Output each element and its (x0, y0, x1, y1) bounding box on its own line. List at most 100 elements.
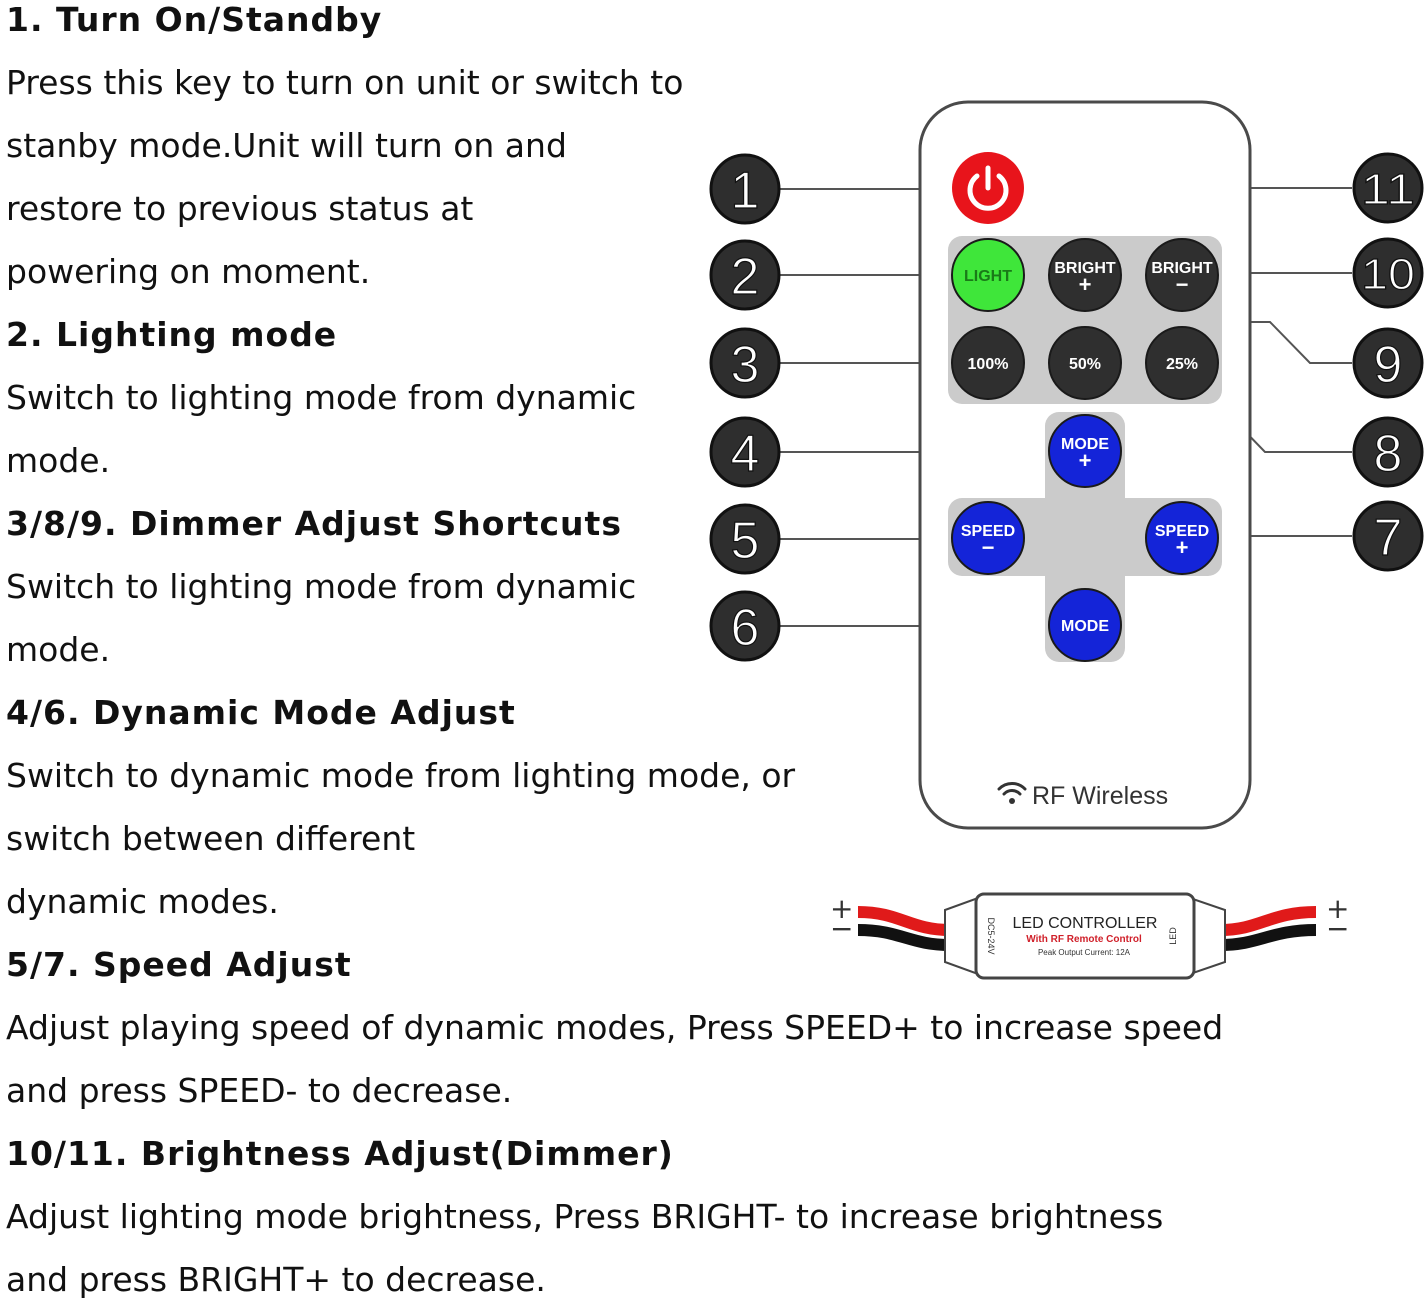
section-heading: 10/11. Brightness Adjust(Dimmer) (6, 1134, 674, 1173)
brightness-50-button[interactable]: 50% (1048, 326, 1122, 400)
controller-output-label: LED (1168, 927, 1178, 945)
brightness-25-button-label: 25% (1166, 356, 1198, 373)
mode-button-circle (1048, 588, 1122, 662)
controller-subtitle: With RF Remote Control (1026, 934, 1142, 945)
callout-circle (709, 153, 781, 225)
callout-7: 7 (1352, 500, 1424, 572)
left-minus-label: − (830, 912, 853, 945)
speed-plus-button[interactable]: SPEED+ (1145, 501, 1219, 575)
mode-plus-button-label: + (1079, 448, 1092, 473)
section-body-line: Switch to lighting mode from dynamic (6, 567, 637, 606)
callout-1: 1 (709, 153, 781, 225)
light-button-circle (951, 238, 1025, 312)
callout-circle (1352, 416, 1424, 488)
callout-number: 8 (1374, 425, 1403, 483)
callout-4: 4 (709, 416, 781, 488)
speed-minus-button-label: SPEED (961, 523, 1015, 540)
power-button[interactable] (952, 152, 1024, 224)
speed-minus-button-label: − (982, 535, 995, 560)
brand-label: RF Wireless (997, 782, 1168, 810)
mode-plus-button[interactable]: MODE+ (1048, 414, 1122, 488)
callout-10: 10 (1352, 237, 1424, 309)
callout-circle (1352, 152, 1424, 224)
section-body-line: mode. (6, 441, 111, 480)
right-black-wire (1219, 924, 1317, 951)
callout-5: 5 (709, 503, 781, 575)
section-heading: 5/7. Speed Adjust (6, 945, 352, 984)
callout-9: 9 (1352, 327, 1424, 399)
callout-circle (709, 416, 781, 488)
mode-button-label: MODE (1061, 618, 1109, 635)
brightness-50-button-label: 50% (1069, 356, 1101, 373)
brightness-100-button-circle (951, 326, 1025, 400)
bright-plus-button[interactable]: BRIGHT+ (1048, 238, 1122, 312)
section-body-line: restore to previous status at (6, 189, 474, 228)
light-button[interactable]: LIGHT (951, 238, 1025, 312)
section-heading: 1. Turn On/Standby (6, 0, 383, 39)
bright-minus-button-label: BRIGHT (1151, 260, 1213, 277)
speed-plus-button-circle (1145, 501, 1219, 575)
bright-minus-button-circle (1145, 238, 1219, 312)
led-controller: + − + − LED CONTROLLER With RF Remote Co… (830, 892, 1349, 980)
controller-box (974, 892, 1196, 980)
callout-number: 10 (1361, 250, 1415, 299)
speed-minus-button[interactable]: SPEED− (951, 501, 1025, 575)
left-plus-label: + (830, 892, 853, 925)
section-body-line: and press SPEED- to decrease. (6, 1071, 513, 1110)
brightness-25-button[interactable]: 25% (1145, 326, 1219, 400)
section-body-line: Switch to dynamic mode from lighting mod… (6, 756, 796, 795)
callout-circle (1352, 500, 1424, 572)
bright-plus-button-label: BRIGHT (1054, 260, 1116, 277)
controller-input-label: DC5-24V (986, 917, 996, 954)
speed-minus-button-circle (951, 501, 1025, 575)
section-body-line: mode. (6, 630, 111, 669)
callout-6: 6 (709, 590, 781, 662)
mode-plus-button-label: MODE (1061, 436, 1109, 453)
wifi-icon (997, 782, 1027, 804)
callout-number: 11 (1361, 165, 1415, 214)
callout-11: 11 (1352, 152, 1424, 224)
bright-minus-button[interactable]: BRIGHT− (1145, 238, 1219, 312)
left-black-wire (857, 924, 951, 951)
callout-number: 2 (731, 248, 760, 306)
callout-circle (1352, 237, 1424, 309)
section-body-line: stanby mode.Unit will turn on and (6, 126, 567, 165)
brightness-100-button[interactable]: 100% (951, 326, 1025, 400)
right-red-wire (1219, 906, 1317, 936)
power-icon (967, 165, 1009, 211)
callout-circle (709, 239, 781, 311)
section-body-line: switch between different (6, 819, 416, 858)
callout-3: 3 (709, 327, 781, 399)
callout-number: 5 (731, 512, 760, 570)
brand-text: RF Wireless (1032, 782, 1168, 810)
section-heading: 2. Lighting mode (6, 315, 338, 354)
bright-minus-button-label: − (1176, 272, 1189, 297)
brightness-50-button-circle (1048, 326, 1122, 400)
bright-plus-button-label: + (1079, 272, 1092, 297)
callout-number: 3 (731, 336, 760, 394)
callout-8: 8 (1352, 416, 1424, 488)
right-plus-label: + (1326, 892, 1349, 925)
speed-plus-button-label: SPEED (1155, 523, 1209, 540)
callout-circle (709, 590, 781, 662)
controller-spec: Peak Output Current: 12A (1038, 948, 1131, 957)
section-heading: 3/8/9. Dimmer Adjust Shortcuts (6, 504, 622, 543)
right-minus-label: − (1326, 912, 1349, 945)
speed-plus-button-label: + (1176, 535, 1189, 560)
callout-number: 9 (1374, 336, 1403, 394)
mode-plus-button-circle (1048, 414, 1122, 488)
callout-2: 2 (709, 239, 781, 311)
callout-number: 7 (1374, 509, 1403, 567)
brightness-100-button-label: 100% (968, 356, 1009, 373)
brightness-25-button-circle (1145, 326, 1219, 400)
section-body-line: and press BRIGHT+ to decrease. (6, 1260, 546, 1299)
section-body-line: powering on moment. (6, 252, 371, 291)
callout-circle (709, 503, 781, 575)
callout-number: 1 (731, 162, 760, 220)
left-red-wire (857, 906, 951, 936)
mode-button[interactable]: MODE (1048, 588, 1122, 662)
section-body-line: Switch to lighting mode from dynamic (6, 378, 637, 417)
light-button-label: LIGHT (964, 268, 1012, 285)
controller-title: LED CONTROLLER (1013, 915, 1158, 932)
